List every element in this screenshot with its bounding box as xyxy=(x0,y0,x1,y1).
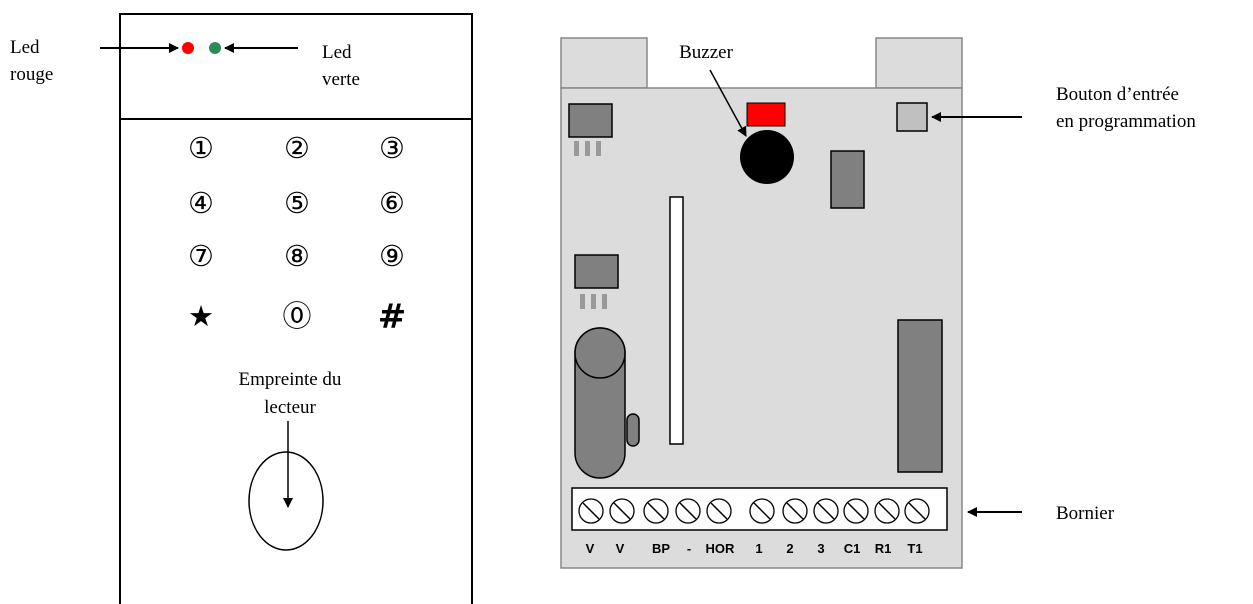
keypad: ① ② ③ ④ ⑤ ⑥ ⑦ ⑧ ⑨ ★ ⓪ # xyxy=(188,131,406,337)
fingerprint-label-2: lecteur xyxy=(264,397,316,418)
terminal-label: R1 xyxy=(875,541,892,556)
program-button-label: Bouton d’entrée xyxy=(1056,84,1179,105)
ic-small xyxy=(830,150,865,209)
terminal-screw-slot xyxy=(817,502,835,520)
led-red-label-2: rouge xyxy=(10,64,53,85)
terminal-screws xyxy=(578,498,930,524)
buzzer-arrow xyxy=(709,69,747,137)
terminal-label: 1 xyxy=(755,541,762,556)
fingerprint-reader[interactable] xyxy=(248,451,324,551)
terminal-screw-slot xyxy=(847,502,865,520)
key-7[interactable]: ⑦ xyxy=(188,239,214,273)
terminal-label: V xyxy=(586,541,595,556)
terminal-screw-slot xyxy=(908,502,926,520)
terminal-screw-slot xyxy=(679,502,697,520)
led-red-label: Led xyxy=(10,37,40,58)
terminal-label: 3 xyxy=(817,541,824,556)
fingerprint-label: Empreinte du xyxy=(239,369,342,390)
program-button-label-2: en programmation xyxy=(1056,111,1196,132)
key-3[interactable]: ③ xyxy=(379,131,405,165)
led-red xyxy=(182,42,194,54)
led-green-label: Led xyxy=(322,42,352,63)
key-9[interactable]: ⑨ xyxy=(379,239,405,273)
buzzer xyxy=(740,130,794,184)
key-star[interactable]: ★ xyxy=(188,299,214,333)
terminal-screw-slot xyxy=(753,502,771,520)
transistor-top xyxy=(568,103,613,156)
buzzer-led xyxy=(746,102,786,127)
key-8[interactable]: ⑧ xyxy=(284,239,310,273)
terminal-label: T1 xyxy=(907,541,922,556)
led-green xyxy=(209,42,221,54)
key-5[interactable]: ⑤ xyxy=(284,186,310,220)
led-green-label-2: verte xyxy=(322,69,360,90)
terminal-screw-slot xyxy=(878,502,896,520)
transistor-middle xyxy=(574,254,619,309)
terminal-label: 2 xyxy=(786,541,793,556)
key-0[interactable]: ⓪ xyxy=(282,299,311,333)
terminal-label: V xyxy=(616,541,625,556)
terminal-screw-slot xyxy=(647,502,665,520)
terminal-label: - xyxy=(687,541,691,556)
terminal-label: C1 xyxy=(844,541,861,556)
terminal-label: HOR xyxy=(706,541,736,556)
key-1[interactable]: ① xyxy=(188,131,214,165)
key-4[interactable]: ④ xyxy=(188,186,214,220)
terminal-screw-slot xyxy=(582,502,600,520)
terminal-screw-slot xyxy=(786,502,804,520)
keypad-unit xyxy=(119,13,473,604)
program-button[interactable] xyxy=(896,102,928,132)
key-hash[interactable]: # xyxy=(378,297,407,337)
terminal-label: BP xyxy=(652,541,670,556)
key-2[interactable]: ② xyxy=(284,131,310,165)
connector-strip xyxy=(669,196,684,445)
terminal-labels: V V BP -HOR 1 2 3 C1 R1 T1 xyxy=(586,541,923,556)
terminal-screw-slot xyxy=(613,502,631,520)
terminal-screw-slot xyxy=(710,502,728,520)
terminal-block-label: Bornier xyxy=(1056,503,1115,524)
key-6[interactable]: ⑥ xyxy=(379,186,405,220)
relay xyxy=(897,319,943,473)
buzzer-label: Buzzer xyxy=(679,42,733,63)
capacitor xyxy=(574,327,640,479)
